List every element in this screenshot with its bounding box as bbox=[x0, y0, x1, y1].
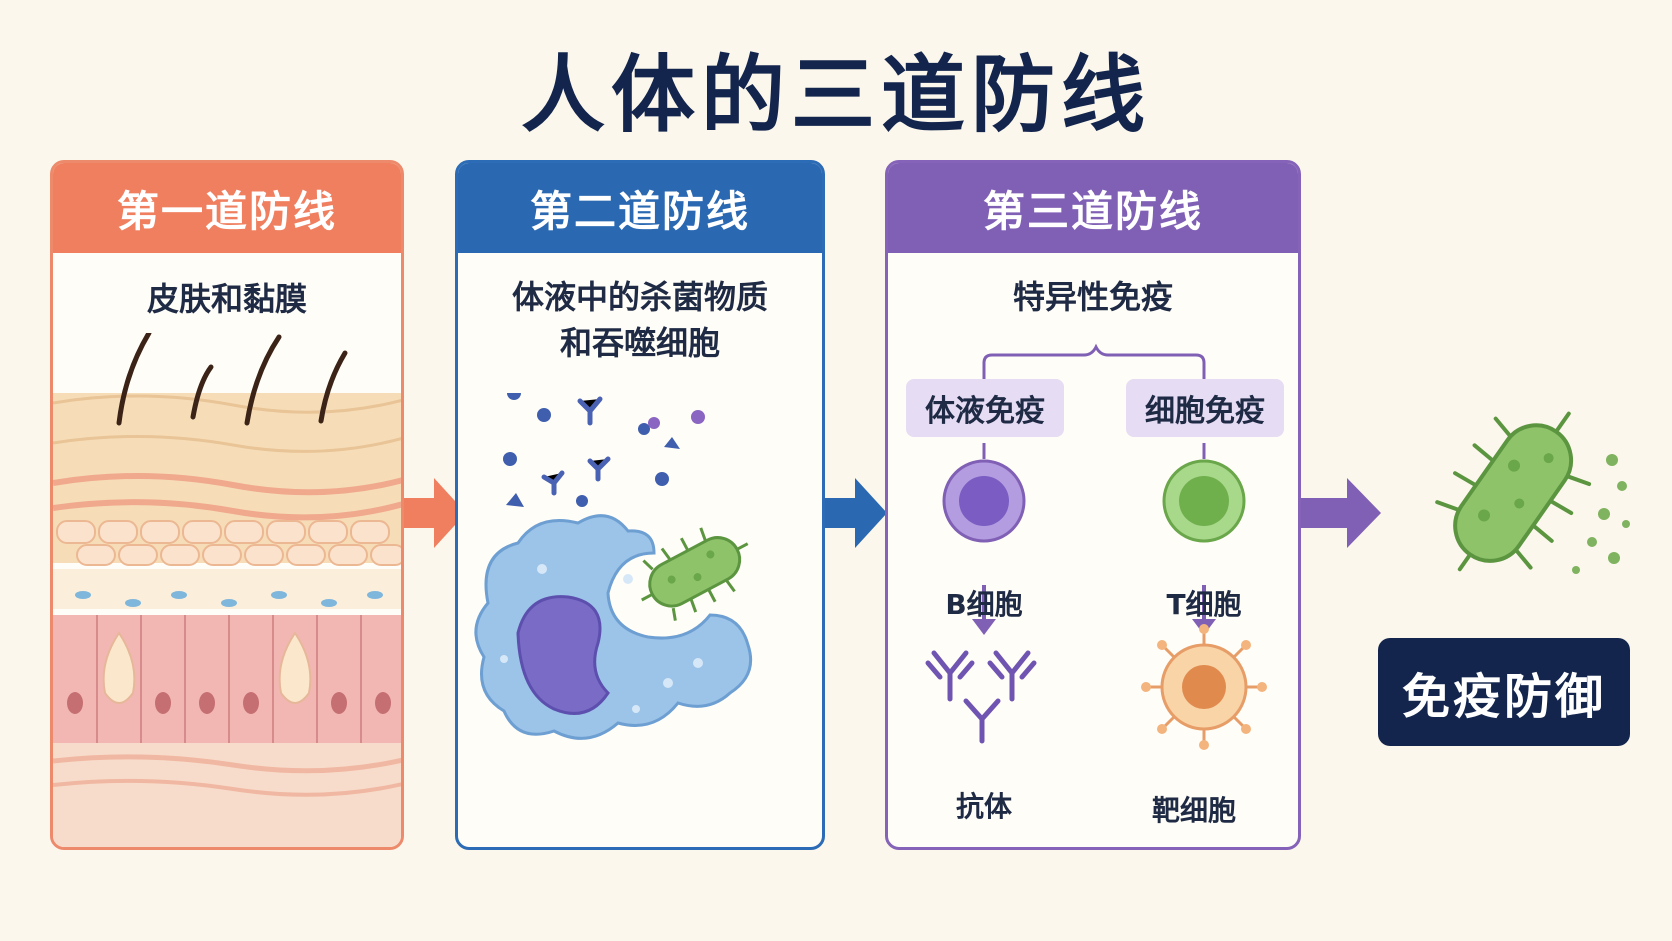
arrow-right-icon bbox=[825, 478, 887, 548]
antibody-icon bbox=[925, 650, 1037, 744]
third-line-panel: 第三道防线 特异性免疫 bbox=[885, 160, 1301, 850]
second-line-subtitle-line2: 和吞噬细胞 bbox=[559, 324, 720, 362]
second-line-heading: 第二道防线 bbox=[458, 163, 822, 253]
third-line-heading: 第三道防线 bbox=[888, 163, 1298, 253]
b-cell-label: B细胞 bbox=[945, 588, 1023, 621]
cellular-immunity-label: 细胞免疫 bbox=[1126, 379, 1284, 437]
target-cell-icon bbox=[1141, 624, 1267, 750]
specific-immunity-diagram bbox=[925, 343, 1267, 750]
second-line-subtitle-line1: 体液中的杀菌物质 bbox=[511, 278, 768, 316]
first-line-panel: 第一道防线 皮肤和黏膜 bbox=[50, 160, 404, 850]
humoral-immunity-label: 体液免疫 bbox=[906, 379, 1064, 437]
target-cell-label: 靶细胞 bbox=[1151, 794, 1236, 827]
bacterium-icon bbox=[1435, 411, 1630, 574]
immune-defense-badge: 免疫防御 bbox=[1378, 638, 1630, 746]
arrow-right-icon bbox=[1301, 478, 1381, 548]
third-line-subtitle: 特异性免疫 bbox=[1012, 278, 1173, 316]
first-line-subtitle: 皮肤和黏膜 bbox=[146, 280, 307, 318]
arrow-right-icon bbox=[404, 478, 466, 548]
phagocyte-illustration bbox=[474, 393, 753, 740]
skin-mucosa-illustration bbox=[53, 333, 401, 847]
second-line-panel: 第二道防线 体液中的杀菌物质 和吞噬细胞 bbox=[455, 160, 825, 850]
first-line-heading: 第一道防线 bbox=[53, 163, 401, 253]
t-cell-label: T细胞 bbox=[1166, 588, 1242, 621]
page-title: 人体的三道防线 bbox=[520, 46, 1151, 144]
antibody-label: 抗体 bbox=[955, 790, 1012, 823]
